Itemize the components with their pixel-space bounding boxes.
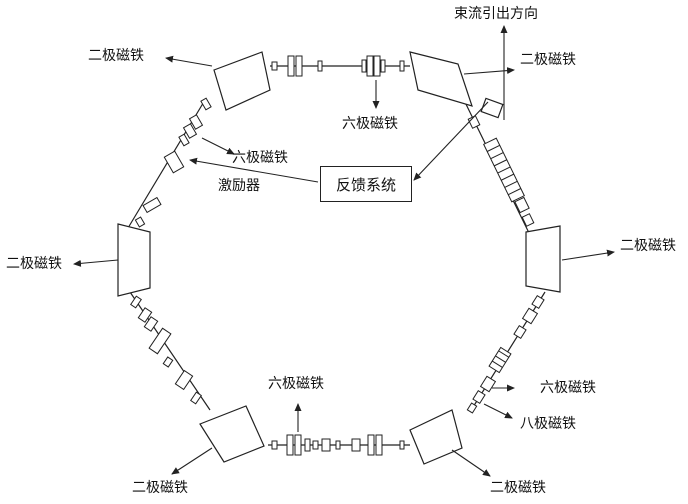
label-dipole-top-right: 二极磁铁 [520, 52, 576, 68]
dipole-magnet-top-left [213, 51, 271, 111]
label-arrows [73, 25, 615, 477]
label-dipole-bottom-left: 二极磁铁 [132, 480, 188, 496]
right-upper-elements [467, 115, 535, 227]
extraction-element [480, 97, 504, 119]
top-section-elements [271, 55, 405, 77]
label-dipole-top-left: 二极磁铁 [88, 48, 144, 64]
label-dipole-left: 二极磁铁 [6, 256, 62, 272]
coil-element [483, 137, 525, 203]
label-sextupole-top: 六极磁铁 [342, 116, 398, 132]
label-sextupole-right: 六极磁铁 [540, 380, 596, 396]
right-lower-elements [466, 294, 545, 414]
label-dipole-right: 二极磁铁 [620, 238, 676, 254]
dipole-magnet-left [117, 223, 151, 297]
dipole-magnet-bottom-right [409, 409, 463, 465]
left-lower-elements [130, 295, 202, 405]
left-upper-elements [134, 97, 212, 228]
octupole-magnet [472, 389, 486, 405]
label-dipole-bottom-right: 二极磁铁 [490, 480, 546, 496]
dipole-magnet-top-right [409, 51, 473, 107]
dipole-magnet-right [525, 225, 561, 293]
label-sextupole-bottom: 六极磁铁 [268, 376, 324, 392]
bottom-section-elements [271, 434, 405, 456]
exciter [163, 150, 185, 174]
feedback-system-label: 反馈系统 [335, 175, 396, 194]
label-beam-extraction: 束流引出方向 [454, 6, 538, 22]
dipole-magnet-bottom-left [199, 405, 265, 463]
label-octupole: 八极磁铁 [520, 416, 576, 432]
label-sextupole-left: 六极磁铁 [232, 150, 288, 166]
dipole-magnets [117, 51, 561, 465]
label-exciter: 激励器 [218, 178, 260, 194]
feedback-system-box: 反馈系统 [320, 166, 412, 202]
coil-element-2 [488, 346, 512, 374]
